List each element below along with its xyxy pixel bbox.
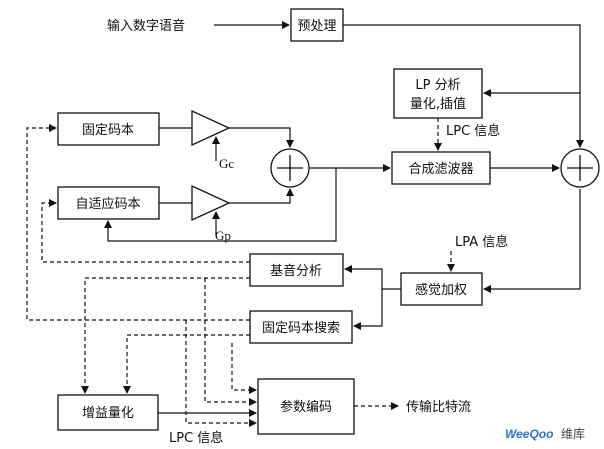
input-label: 输入数字语音	[107, 18, 185, 34]
watermark: WeeQoo 维库	[505, 426, 585, 441]
lp-analysis-label-line1: LP 分析	[415, 78, 460, 93]
gp-label: Gp	[215, 228, 231, 243]
lp-analysis-label-line2: 量化,插值	[410, 96, 466, 112]
synthesis-filter-label: 合成滤波器	[408, 162, 473, 177]
preprocess-label: 预处理	[297, 19, 336, 34]
output-label: 传输比特流	[406, 399, 471, 415]
gc-amplifier	[191, 109, 231, 147]
watermark-brand: WeeQoo	[505, 427, 553, 441]
summer-right	[560, 148, 600, 188]
summer-left	[270, 148, 310, 188]
fixed-codebook-block	[57, 112, 160, 146]
lpc-info-top-label: LPC 信息	[446, 123, 500, 139]
fixed-codebook-label: 固定码本	[82, 123, 134, 138]
pitch-analysis-block	[249, 253, 344, 287]
lpc-info-bottom-label: LPC 信息	[169, 430, 223, 446]
gp-amplifier	[191, 184, 231, 222]
gc-label: Gc	[219, 156, 234, 171]
fixed-codebook-search-block	[249, 310, 353, 344]
adaptive-codebook-label: 自适应码本	[75, 196, 140, 212]
watermark-suffix: 维库	[561, 426, 585, 441]
fixed-codebook-search-label: 固定码本搜索	[262, 321, 340, 336]
parameter-encoding-label: 参数编码	[280, 399, 332, 415]
pitch-analysis-label: 基音分析	[270, 263, 322, 279]
lpa-info-label: LPA 信息	[455, 234, 508, 250]
perceptual-weighting-label: 感觉加权	[415, 282, 467, 298]
gain-quantization-label: 增益量化	[82, 406, 134, 421]
dashed-connections	[26, 118, 455, 427]
solid-connections	[104, 21, 584, 417]
